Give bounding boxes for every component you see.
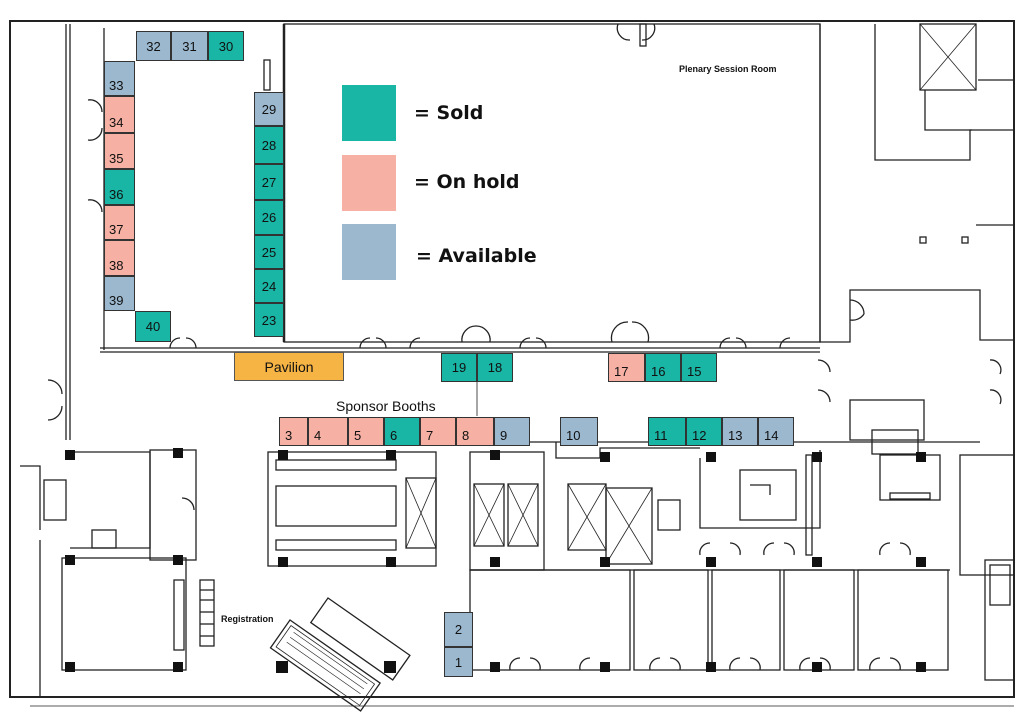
booth-number: 8 [462,428,470,443]
booth-25[interactable]: 25 [254,235,284,269]
booth-number: 23 [261,312,277,328]
booth-number: 11 [654,428,668,443]
booth-40[interactable]: 40 [135,311,171,342]
booth-26[interactable]: 26 [254,200,284,235]
booth-35[interactable]: 35 [104,133,135,169]
booth-19[interactable]: 19 [441,353,477,382]
booth-number: 12 [692,428,707,443]
booth-17[interactable]: 17 [608,353,645,382]
booth-18[interactable]: 18 [477,353,513,382]
booth-number: 26 [261,210,277,225]
booth-32[interactable]: 32 [136,31,171,61]
booth-number: 19 [451,360,467,375]
booth-number: 32 [146,38,161,54]
booth-number: 16 [651,364,666,379]
booth-39[interactable]: 39 [104,276,135,311]
booth-number: 1 [454,654,463,670]
booth-8[interactable]: 8 [456,417,494,446]
booth-number: 6 [390,428,398,443]
legend-available-swatch [342,224,396,280]
booth-12[interactable]: 12 [686,417,722,446]
booth-1[interactable]: 1 [444,647,473,677]
booth-16[interactable]: 16 [645,353,681,382]
booth-14[interactable]: 14 [758,417,794,446]
booth-7[interactable]: 7 [420,417,456,446]
booth-34[interactable]: 34 [104,96,135,133]
booth-number: 24 [261,278,277,294]
booth-6[interactable]: 6 [384,417,420,446]
booth-number: 2 [454,622,463,637]
booth-2[interactable]: 2 [444,612,473,647]
legend-sold-label: = Sold [414,102,484,124]
legend-on-hold-label: = On hold [414,171,520,193]
booth-number: 15 [687,364,702,379]
plenary-room-label: Plenary Session Room [679,64,777,74]
booth-number: 17 [614,364,629,379]
booth-number: 25 [261,244,277,260]
booth-11[interactable]: 11 [648,417,686,446]
booth-9[interactable]: 9 [494,417,530,446]
pavilion-label: Pavilion [264,358,314,375]
booth-number: 38 [109,258,124,273]
booth-number: 31 [182,38,197,54]
booth-number: 40 [145,319,161,334]
booth-number: 13 [728,428,743,443]
registration-label: Registration [221,614,274,624]
booth-number: 27 [261,174,277,190]
booth-number: 29 [261,101,277,117]
booth-number: 4 [314,428,322,443]
legend-available-label: = Available [416,245,537,267]
pavilion-area[interactable]: Pavilion [234,352,344,381]
booth-29[interactable]: 29 [254,92,284,126]
booth-15[interactable]: 15 [681,353,717,382]
booth-number: 18 [487,360,503,375]
booth-37[interactable]: 37 [104,205,135,240]
booth-number: 33 [109,78,124,93]
booth-number: 14 [764,428,779,443]
booth-33[interactable]: 33 [104,61,135,96]
booth-27[interactable]: 27 [254,164,284,200]
booth-number: 7 [426,428,434,443]
booth-28[interactable]: 28 [254,126,284,164]
booth-10[interactable]: 10 [560,417,598,446]
booth-number: 5 [354,428,362,443]
booth-38[interactable]: 38 [104,240,135,276]
booth-23[interactable]: 23 [254,303,284,337]
booth-24[interactable]: 24 [254,269,284,303]
booth-13[interactable]: 13 [722,417,758,446]
booth-number: 35 [109,151,124,166]
booth-number: 39 [109,293,124,308]
booth-number: 28 [261,137,277,153]
booth-number: 10 [566,428,581,443]
booth-31[interactable]: 31 [171,31,208,61]
booth-number: 30 [218,38,234,54]
booth-5[interactable]: 5 [348,417,384,446]
booth-number: 3 [285,428,293,443]
booth-3[interactable]: 3 [279,417,308,446]
booth-number: 34 [109,115,124,130]
legend-sold-swatch [342,85,396,141]
booth-4[interactable]: 4 [308,417,348,446]
booth-number: 9 [500,428,508,443]
booth-30[interactable]: 30 [208,31,244,61]
sponsor-booths-label: Sponsor Booths [336,398,436,414]
legend-on-hold-swatch [342,155,396,211]
booth-number: 37 [109,222,124,237]
booth-36[interactable]: 36 [104,169,135,205]
booth-number: 36 [109,187,124,202]
